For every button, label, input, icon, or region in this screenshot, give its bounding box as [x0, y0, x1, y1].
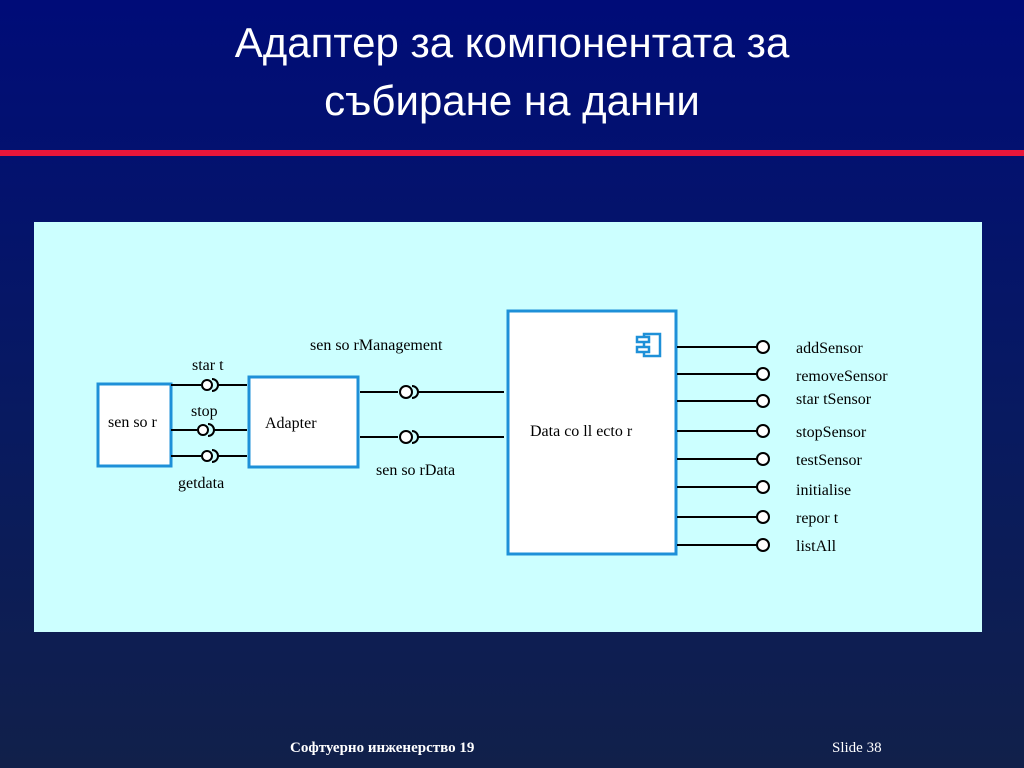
- lollipop-icon: [756, 480, 770, 494]
- lollipop-icon: [756, 367, 770, 381]
- lollipop-icon: [201, 450, 213, 462]
- interface-stop: [171, 423, 247, 437]
- interface-stop-sensor: [677, 424, 770, 438]
- slide-label: Slide: [832, 740, 863, 756]
- lollipop-icon: [756, 538, 770, 552]
- lollipop-icon: [197, 424, 209, 436]
- sensor-box: [96, 382, 173, 468]
- interface-start: [171, 378, 247, 392]
- interface-list-all: [677, 538, 770, 552]
- slide-title: Адаптер за компонентата за събиране на д…: [0, 14, 1024, 130]
- interface-label-add-sensor: addSensor: [796, 340, 863, 357]
- lollipop-icon: [756, 510, 770, 524]
- adapter-label: Adapter: [265, 415, 317, 432]
- interface-getdata: [171, 449, 247, 463]
- interface-label-sensor-data: sen so rData: [376, 462, 455, 479]
- interface-label-initialise: initialise: [796, 482, 851, 499]
- interface-label-start-sensor: star tSensor: [796, 391, 872, 408]
- interface-label-test-sensor: testSensor: [796, 452, 862, 469]
- lollipop-icon: [756, 340, 770, 354]
- interface-test-sensor: [677, 452, 770, 466]
- lollipop-icon: [201, 379, 213, 391]
- title-line-2: събиране на данни: [324, 77, 700, 124]
- uml-component-icon: [635, 332, 662, 358]
- interface-report: [677, 510, 770, 524]
- interface-add-sensor: [677, 340, 770, 354]
- lollipop-icon: [756, 452, 770, 466]
- interface-label-sensor-management: sen so rManagement: [310, 337, 443, 354]
- footer-slide-number: Slide 38: [832, 740, 882, 757]
- lollipop-icon: [399, 430, 413, 444]
- interface-initialise: [677, 480, 770, 494]
- lollipop-icon: [756, 424, 770, 438]
- interface-label-getdata: getdata: [178, 475, 224, 492]
- interface-label-stop-sensor: stopSensor: [796, 424, 867, 441]
- title-divider: [0, 150, 1024, 156]
- data-collector-label: Data co ll ecto r: [530, 423, 633, 440]
- component-diagram: sen so r star t stop getdata Adapter: [96, 309, 888, 556]
- interface-remove-sensor: [677, 367, 770, 381]
- slide-number: 38: [866, 740, 882, 756]
- diagram-panel: sen so r star t stop getdata Adapter: [34, 222, 982, 632]
- interface-sensor-data: [360, 430, 504, 444]
- interface-label-start: star t: [192, 357, 224, 374]
- lollipop-icon: [756, 394, 770, 408]
- interface-label-remove-sensor: removeSensor: [796, 368, 888, 385]
- interface-label-list-all: listAll: [796, 538, 837, 555]
- footer-course: Софтуерно инженерство 19: [290, 740, 475, 756]
- interface-label-stop: stop: [191, 403, 218, 420]
- title-line-1: Адаптер за компонентата за: [234, 19, 790, 66]
- sensor-label: sen so r: [108, 414, 158, 431]
- lollipop-icon: [399, 385, 413, 399]
- adapter-box: [247, 375, 360, 469]
- interface-start-sensor: [677, 394, 770, 408]
- interface-label-report: repor t: [796, 510, 839, 527]
- interface-sensor-management: [360, 385, 504, 399]
